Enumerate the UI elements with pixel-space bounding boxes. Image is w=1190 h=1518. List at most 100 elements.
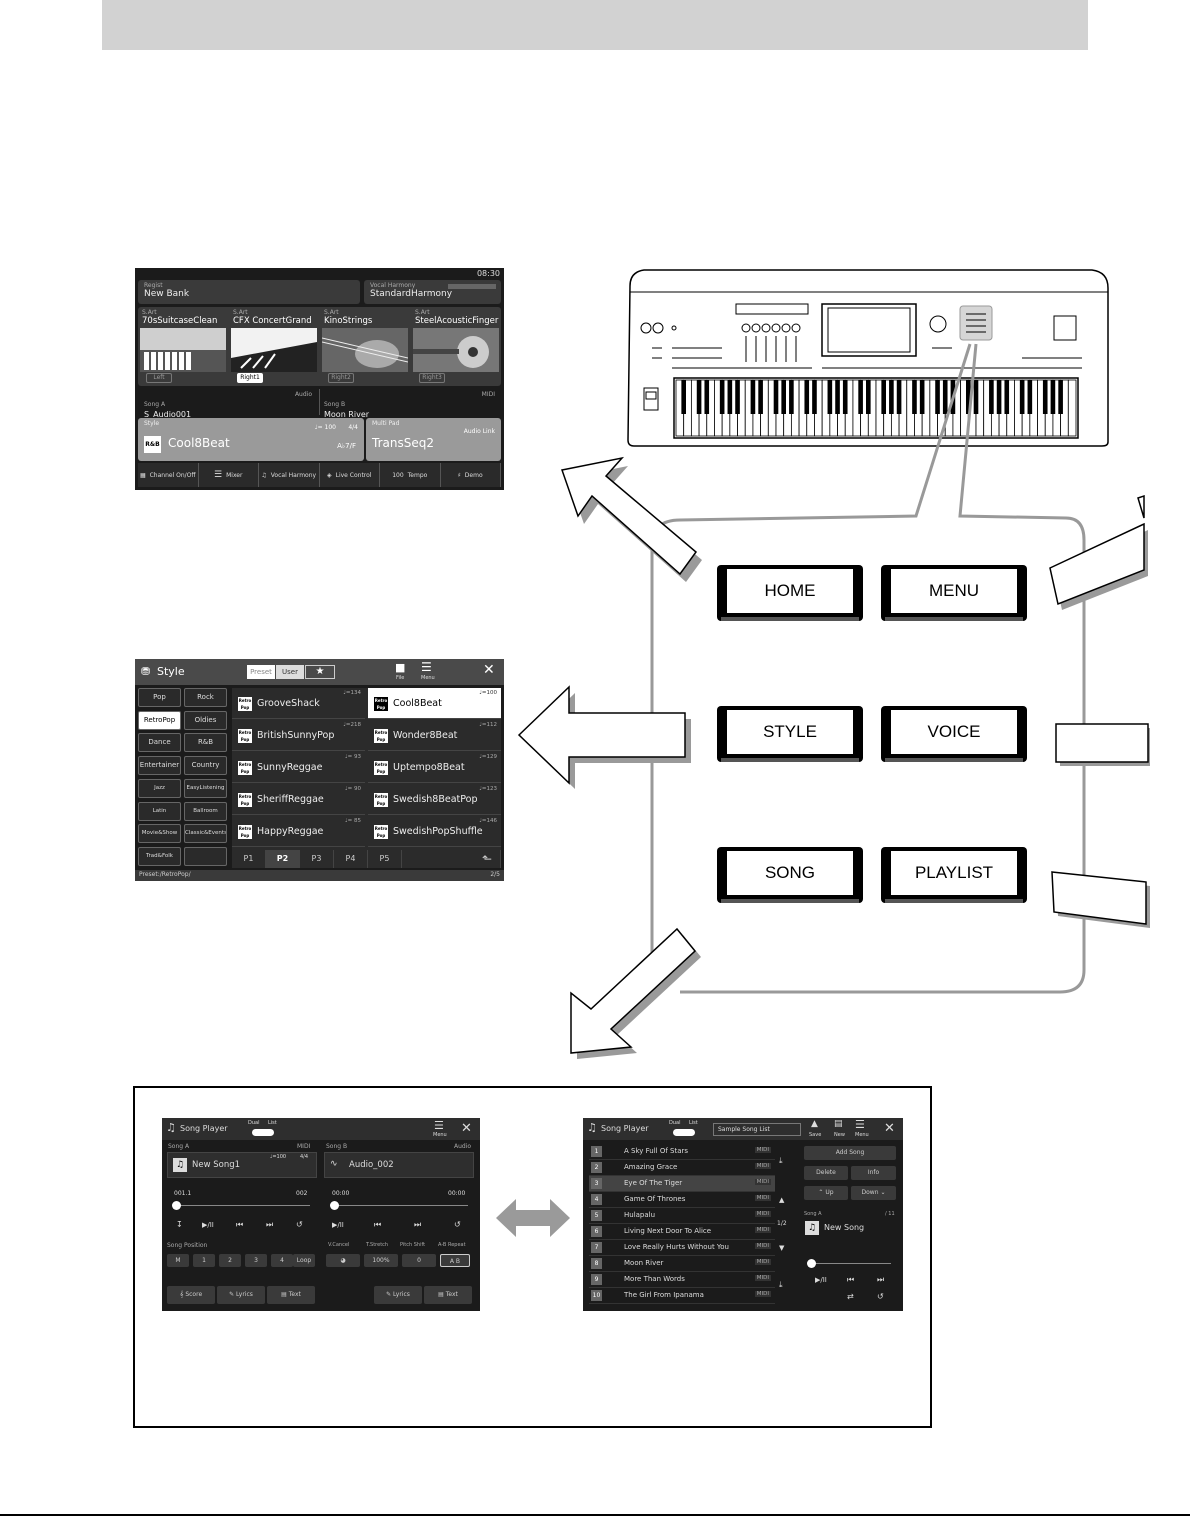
close-icon[interactable]: ✕	[461, 1121, 472, 1136]
home-button[interactable]: HOME	[717, 565, 863, 621]
rewind-icon[interactable]: ⏮	[236, 1220, 244, 1229]
song-a-position-slider[interactable]	[174, 1205, 310, 1206]
vocal-cancel-button[interactable]: ◕	[326, 1254, 360, 1267]
tab-preset[interactable]: Preset	[247, 665, 275, 679]
tab-p1[interactable]: P1	[232, 850, 266, 868]
play-pause-button[interactable]: ▶/II	[815, 1276, 827, 1284]
text-button[interactable]: ▤ Text	[424, 1286, 472, 1304]
song-button[interactable]: SONG	[717, 847, 863, 903]
close-icon[interactable]: ✕	[884, 1121, 895, 1136]
vocal-harmony-button[interactable]: ♫Vocal Harmony	[259, 463, 320, 487]
vocal-harmony-panel[interactable]: Vocal Harmony StandardHarmony	[364, 280, 501, 304]
regist-panel[interactable]: Regist New Bank	[138, 280, 360, 304]
voice-right2[interactable]: S.Art KinoStrings Right2	[320, 307, 410, 386]
tab-user[interactable]: User	[276, 665, 304, 679]
fast-forward-icon[interactable]: ⏭	[414, 1220, 422, 1229]
position-m-button[interactable]: M	[167, 1254, 189, 1267]
category-button[interactable]: R&B	[184, 733, 227, 753]
song-a-select[interactable]: ♫ New Song1 ♩=100 4/4	[167, 1152, 317, 1178]
fast-forward-icon[interactable]: ⏭	[266, 1220, 274, 1229]
dual-list-toggle[interactable]	[673, 1129, 695, 1136]
sync-icon[interactable]: ↧	[176, 1220, 183, 1229]
category-button[interactable]: RetroPop	[138, 710, 181, 730]
tab-p2[interactable]: P2	[266, 850, 300, 868]
playlist-button[interactable]: PLAYLIST	[881, 847, 1027, 903]
category-button[interactable]: Latin	[138, 801, 181, 821]
info-button[interactable]: Info	[851, 1166, 896, 1180]
text-button[interactable]: ▤ Text	[267, 1286, 315, 1304]
lyrics-button[interactable]: ✎ Lyrics	[374, 1286, 422, 1304]
demo-button[interactable]: ♯Demo	[440, 463, 501, 487]
ab-repeat-button[interactable]: A B	[440, 1254, 470, 1267]
play-pause-button[interactable]: ▶/II	[332, 1221, 344, 1229]
live-control-button[interactable]: ◈Live Control	[319, 463, 380, 487]
slider-knob[interactable]	[807, 1259, 816, 1268]
category-button[interactable]: Dance	[138, 733, 181, 753]
position-4-button[interactable]: 4	[271, 1254, 293, 1267]
move-up-button[interactable]: ⌃ Up	[804, 1186, 848, 1200]
slider-knob[interactable]	[330, 1201, 339, 1210]
down-arrow-icon[interactable]: ▼	[779, 1244, 785, 1252]
menu-icon[interactable]: ☰	[434, 1119, 444, 1132]
tab-p4[interactable]: P4	[334, 850, 368, 868]
close-icon[interactable]: ✕	[483, 662, 495, 678]
fast-forward-icon[interactable]: ⏭	[877, 1275, 885, 1284]
top-arrow-icon[interactable]: ⤓	[779, 1156, 783, 1165]
voice-button[interactable]: VOICE	[881, 706, 1027, 762]
move-down-button[interactable]: Down ⌄	[851, 1186, 896, 1200]
menu-button[interactable]: MENU	[881, 565, 1027, 621]
category-button[interactable]	[184, 846, 227, 866]
menu-icon[interactable]: ☰	[421, 660, 432, 674]
up-arrow-icon[interactable]: ▲	[779, 1196, 785, 1204]
slider-knob[interactable]	[172, 1201, 181, 1210]
favorite-star-icon[interactable]: ★	[305, 665, 335, 679]
repeat-icon[interactable]: ↺	[296, 1220, 303, 1229]
tab-p3[interactable]: P3	[300, 850, 334, 868]
add-song-button[interactable]: Add Song	[804, 1146, 896, 1160]
play-pause-button[interactable]: ▶/II	[202, 1221, 214, 1229]
song-b-panel[interactable]: Song B MIDI Moon River	[319, 389, 501, 419]
new-icon[interactable]: ▤	[834, 1119, 843, 1129]
multi-pad-panel[interactable]: Multi Pad Audio Link TransSeq2	[366, 418, 501, 461]
up-arrow-icon[interactable]: ⬑	[402, 850, 501, 868]
category-button[interactable]: Oldies	[184, 710, 227, 730]
tab-p5[interactable]: P5	[368, 850, 402, 868]
song-b-position-slider[interactable]	[332, 1205, 468, 1206]
voice-right1[interactable]: S.Art CFX ConcertGrand Right1	[229, 307, 319, 386]
category-button[interactable]: Country	[184, 756, 227, 776]
position-3-button[interactable]: 3	[245, 1254, 267, 1267]
repeat-icon[interactable]: ↺	[877, 1292, 884, 1301]
score-button[interactable]: 𝄞 Score	[167, 1286, 215, 1304]
style-panel[interactable]: Style ♩= 100 4/4 R&B Cool8Beat A♭7/F	[138, 418, 364, 461]
position-slider[interactable]	[811, 1263, 891, 1264]
voice-left[interactable]: S.Art 70sSuitcaseClean Left	[138, 307, 228, 386]
category-button[interactable]: EasyListening	[184, 778, 227, 798]
menu-icon[interactable]: ☰	[855, 1118, 865, 1131]
song-b-select[interactable]: ∿ Audio_002	[324, 1152, 474, 1178]
save-icon[interactable]: ▲	[811, 1119, 818, 1129]
category-button[interactable]: Jazz	[138, 778, 181, 798]
category-button[interactable]: Pop	[138, 688, 181, 707]
folder-icon[interactable]: ■	[395, 661, 406, 674]
time-stretch-button[interactable]: 100%	[364, 1254, 398, 1267]
category-button[interactable]: Movie&Show	[138, 824, 181, 844]
